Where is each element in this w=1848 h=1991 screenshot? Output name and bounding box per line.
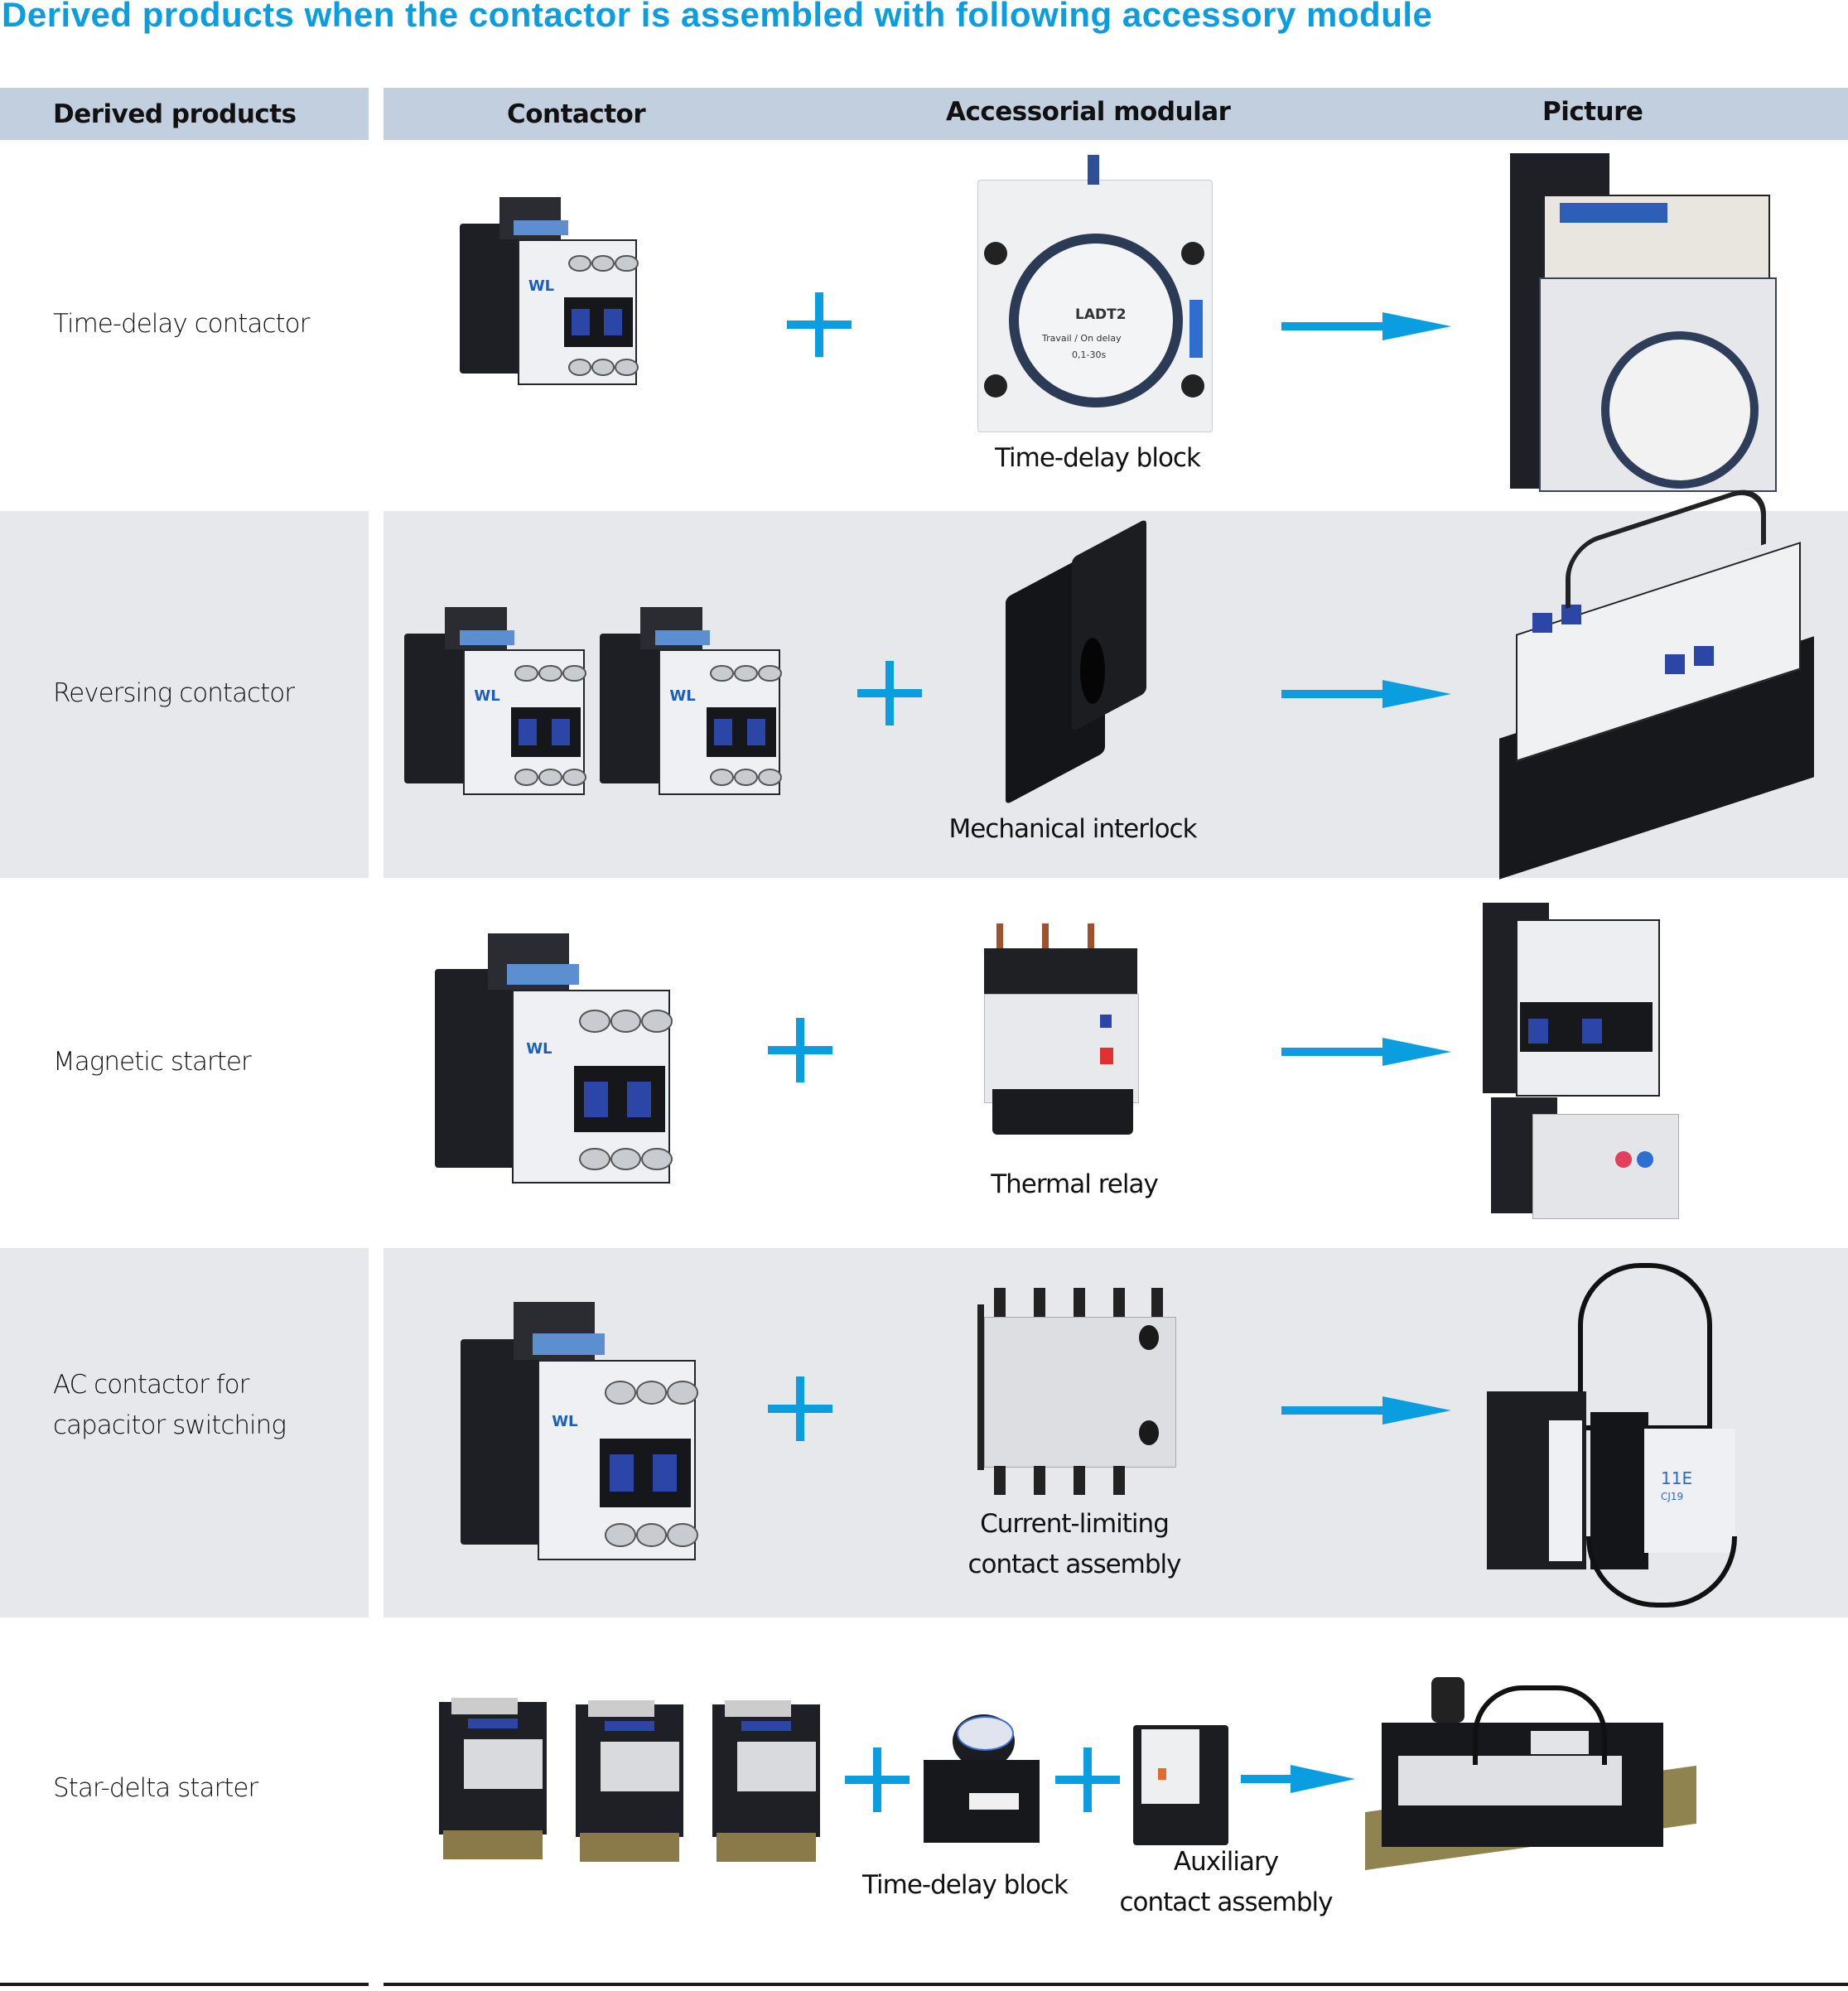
- row-background: [0, 511, 369, 878]
- column-header-derived-products: Derived products: [53, 99, 297, 129]
- accessory-label-line-1: Auxiliary: [1173, 1847, 1279, 1877]
- arrow-right-icon: [1281, 1038, 1451, 1066]
- arrow-right-icon: [1281, 1396, 1451, 1425]
- accessory-label: Time-delay block: [995, 443, 1201, 473]
- derived-product-label: Time-delay contactor: [53, 309, 310, 339]
- plus-icon: [857, 661, 922, 726]
- table-header-right: Contactor Accessorial modular Picture: [384, 88, 1848, 140]
- page-title: Derived products when the contactor is a…: [2, 0, 1433, 34]
- column-header-picture: Picture: [1542, 97, 1643, 127]
- column-header-accessorial-modular: Accessorial modular: [946, 97, 1231, 127]
- derived-product-label: Magnetic starter: [53, 1047, 252, 1077]
- picture-model-text: CJ19: [1661, 1491, 1684, 1502]
- dial-range-text: 0,1-30s: [1072, 350, 1107, 360]
- thermal-relay-image: [984, 923, 1141, 1135]
- column-header-contactor: Contactor: [507, 99, 646, 129]
- contactor-image: WL: [460, 197, 640, 389]
- plus-icon: [768, 1018, 832, 1082]
- plus-icon: [1055, 1748, 1120, 1812]
- accessory-label-line-2: contact assembly: [1119, 1887, 1333, 1917]
- time-delay-contactor-picture: [1510, 153, 1777, 497]
- contactor-image: WL: [435, 933, 675, 1188]
- magnetic-starter-picture: [1483, 903, 1686, 1219]
- contactor-image: [576, 1700, 692, 1866]
- dial-model-text: LADT2: [1075, 306, 1127, 323]
- contactor-image: WL: [404, 607, 588, 799]
- plus-icon: [787, 292, 852, 357]
- arrow-right-icon: [1281, 680, 1451, 708]
- derived-product-label-line-2: capacitor switching: [53, 1410, 287, 1440]
- time-delay-block-image: [924, 1714, 1044, 1847]
- time-delay-block-image: LADT2 Travail / On delay 0,1-30s: [977, 155, 1213, 432]
- derived-product-label: Star-delta starter: [53, 1773, 258, 1803]
- reversing-contactor-picture: [1483, 480, 1826, 880]
- table-bottom-rule: [0, 1983, 369, 1986]
- current-limiting-contact-assembly-image: [977, 1288, 1176, 1495]
- table-bottom-rule: [384, 1983, 1848, 1986]
- derived-product-label: Reversing contactor: [53, 678, 295, 708]
- accessory-label: Thermal relay: [991, 1169, 1159, 1199]
- accessory-label: Mechanical interlock: [948, 814, 1197, 844]
- plus-icon: [845, 1748, 910, 1812]
- accessory-label-line-2: contact assembly: [967, 1550, 1181, 1579]
- accessory-label: Time-delay block: [862, 1870, 1069, 1900]
- arrow-right-icon: [1281, 312, 1451, 340]
- accessory-label-line-1: Current-limiting: [980, 1509, 1170, 1539]
- row-background: [0, 1248, 369, 1617]
- contactor-image: WL: [461, 1302, 701, 1565]
- contactor-image: [712, 1700, 828, 1866]
- capacitor-switching-contactor-picture: 11E CJ19: [1487, 1263, 1744, 1608]
- contactor-image: [439, 1698, 555, 1863]
- table-header-left: Derived products: [0, 88, 369, 140]
- contactor-image: WL: [600, 607, 784, 799]
- picture-code-text: 11E: [1661, 1468, 1693, 1488]
- derived-product-label-line-1: AC contactor for: [53, 1370, 249, 1400]
- arrow-right-icon: [1241, 1765, 1355, 1793]
- auxiliary-contact-assembly-image: [1133, 1725, 1228, 1845]
- plus-icon: [768, 1376, 832, 1441]
- star-delta-starter-picture: [1365, 1665, 1701, 1871]
- dial-mode-text: Travail / On delay: [1042, 333, 1122, 344]
- mechanical-interlock-image: [981, 518, 1159, 805]
